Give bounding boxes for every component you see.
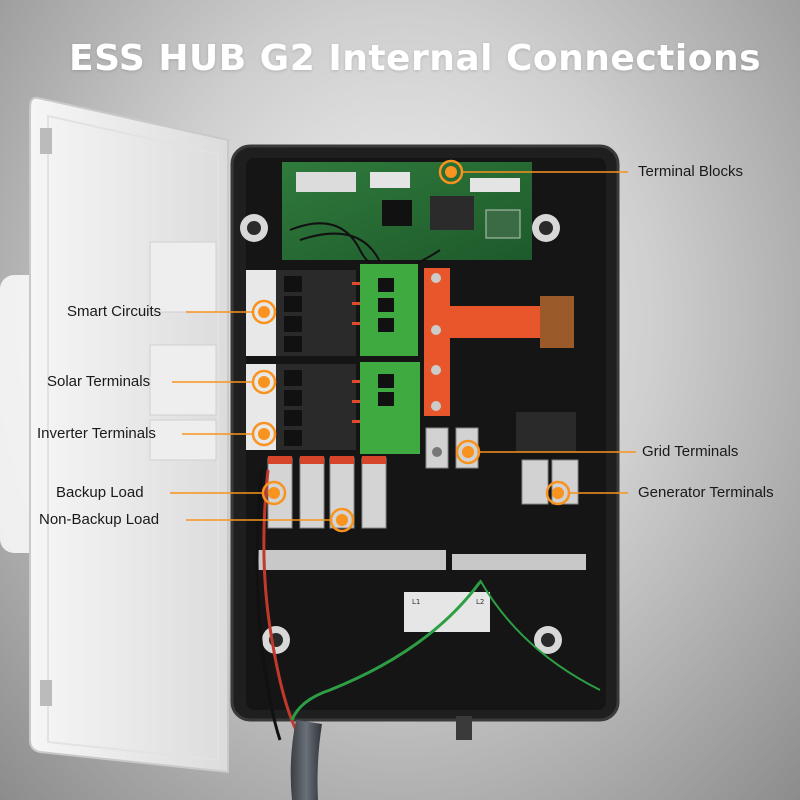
marker-grid-terminals (455, 439, 481, 465)
smart-circuit-breakers (246, 270, 356, 450)
marker-non-backup-load (329, 507, 355, 533)
marker-backup-load (261, 480, 287, 506)
marker-solar-terminals (251, 369, 277, 395)
page-title: ESS HUB G2 Internal Connections (68, 38, 762, 79)
marker-smart-circuits (251, 299, 277, 325)
label-non-backup-load: Non-Backup Load (39, 511, 160, 528)
marker-generator-terminals (545, 480, 571, 506)
label-smart-circuits: Smart Circuits (67, 303, 162, 320)
wiring (255, 469, 601, 741)
label-grid-terminals: Grid Terminals (642, 443, 739, 460)
label-generator-terminals: Generator Terminals (638, 484, 774, 501)
hinge-icon (40, 680, 52, 706)
board-label-l2: L2 (476, 598, 484, 606)
marker-inverter-terminals (251, 421, 277, 447)
label-terminal-blocks: Terminal Blocks (638, 163, 744, 180)
control-board (282, 162, 532, 271)
label-backup-load: Backup Load (56, 484, 144, 501)
conduit-cable (290, 720, 322, 800)
enclosure-door (29, 96, 229, 774)
bottom-knockout (456, 716, 472, 740)
neutral-ground-bars: L1 L2 (258, 550, 586, 632)
hinge-icon (40, 128, 52, 154)
relay-boards (352, 264, 420, 454)
busbar (424, 268, 574, 416)
label-inverter-terminals: Inverter Terminals (37, 425, 156, 442)
marker-terminal-blocks (438, 159, 464, 185)
callout-markers (251, 159, 571, 533)
board-label-l1: L1 (412, 598, 420, 606)
callout-lines (170, 171, 636, 521)
label-solar-terminals: Solar Terminals (47, 373, 151, 390)
